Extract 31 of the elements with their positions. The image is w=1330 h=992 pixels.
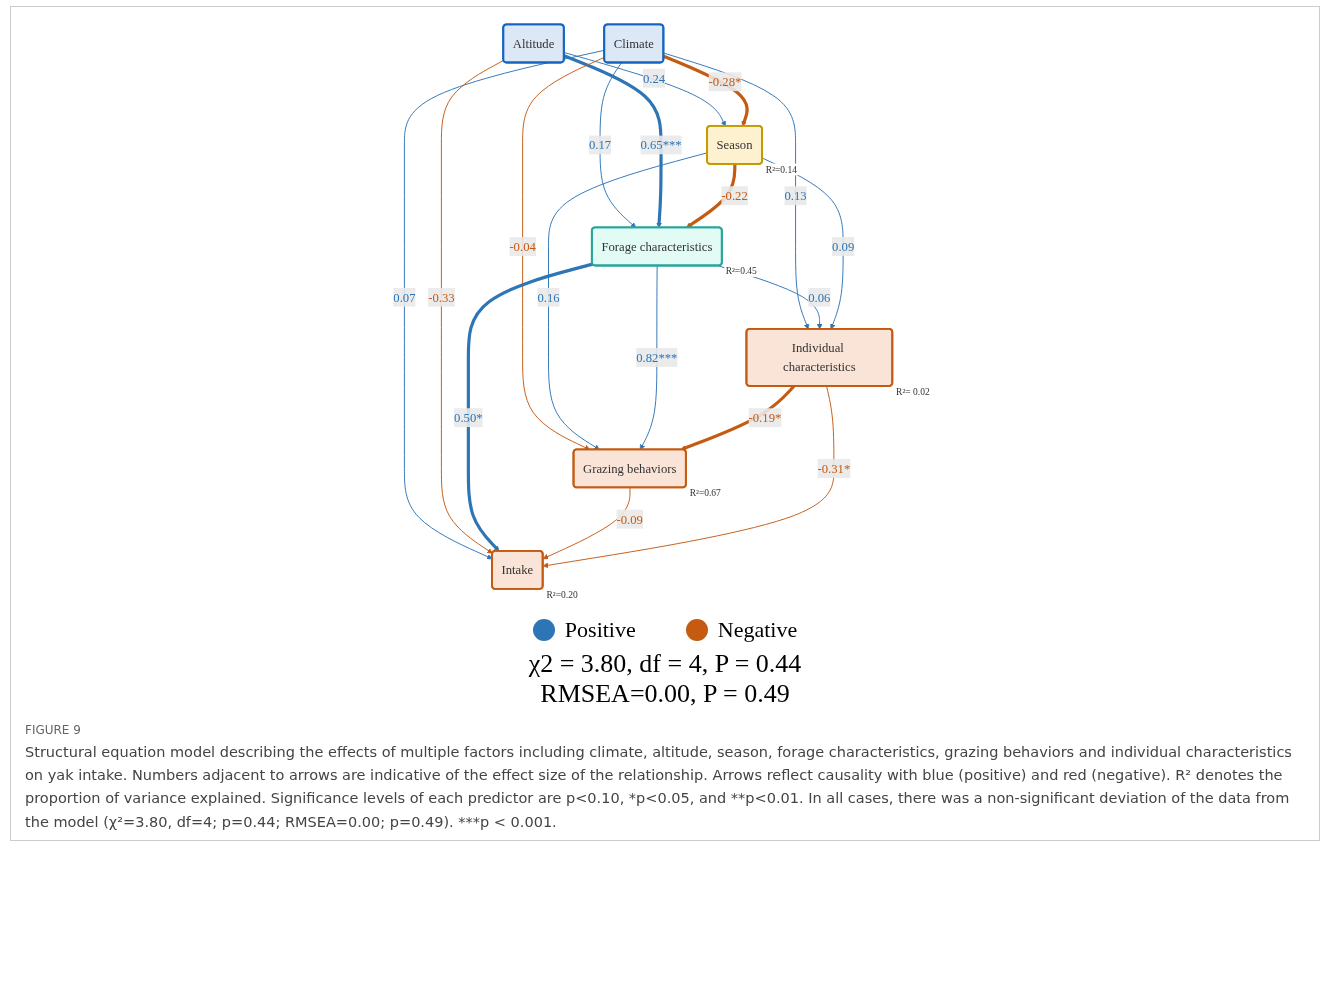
edge-label: 0.09 (832, 239, 855, 254)
edge-label: 0.24 (643, 71, 666, 86)
edge-label: 0.13 (784, 188, 807, 203)
edge-label: 0.07 (393, 290, 416, 305)
edge-label: -0.33 (428, 290, 455, 305)
fit-statistics: χ2 = 3.80, df = 4, P = 0.44 (527, 649, 803, 679)
figure-number: FIGURE 9 (25, 723, 82, 737)
r-squared-label: R²=0.14 (765, 164, 797, 175)
legend-label: Negative (717, 617, 798, 643)
legend-label: Positive (564, 617, 636, 643)
edge-label: -0.31* (817, 461, 851, 476)
edge-label: 0.17 (588, 137, 612, 152)
arrow (663, 54, 749, 127)
fit-statistics: RMSEA=0.00, P = 0.49 (539, 679, 791, 709)
edge-label: 0.82*** (636, 350, 678, 365)
edge-label: -0.09 (616, 512, 643, 527)
r-squared-label: R²=0.20 (546, 589, 578, 600)
r-squared-label: R²=0.45 (725, 266, 757, 277)
edge-label: -0.22 (721, 188, 748, 203)
edge-label: 0.06 (808, 290, 831, 305)
arrow (680, 385, 796, 451)
edge-label: 0.50* (454, 410, 483, 425)
edge-label: -0.19* (748, 410, 782, 425)
r-squared-label: R²=0.67 (689, 488, 721, 499)
arrow (466, 262, 593, 552)
figure-caption: Structural equation model describing the effects of multiple factors including climate, altitude, season, forage characteristics, grazing behaviors and individual characteristics on yak intake. Numbers adjacent to arrows are indicative of the effect size of the relationship. Arrows reflect causality with blue (positive) and red (negative). R² denotes the proportion of variance explained. Significance levels of each predictor are p<0.10, *p<0.05, and **p<0.01. In all cases, there was a non-significant deviation of the data from the model (χ²=3.80, df=4; p=0.44; RMSEA=0.00; p=0.49). ***p < 0.001. (25, 743, 1293, 832)
r-squared-label: R²= 0.02 (896, 386, 930, 397)
edge-label: 0.16 (537, 290, 560, 305)
edge-label: 0.65*** (640, 137, 682, 152)
edge-label: -0.28* (708, 74, 742, 89)
edge-label: -0.04 (509, 239, 536, 254)
